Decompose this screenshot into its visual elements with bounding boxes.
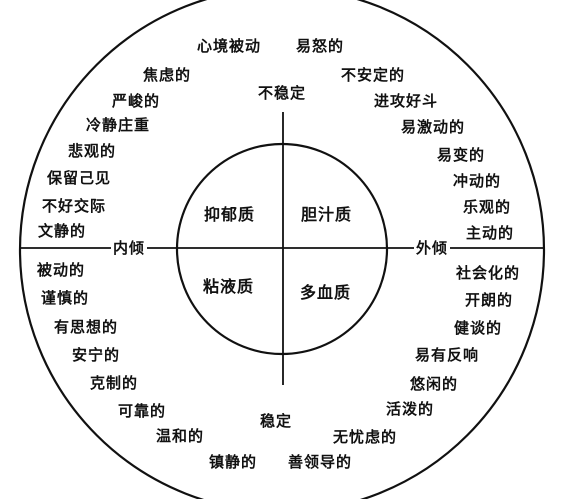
trait: 被动的 <box>37 261 86 279</box>
trait: 温和的 <box>156 427 205 445</box>
trait: 健谈的 <box>454 319 503 337</box>
trait: 不好交际 <box>42 197 107 215</box>
axis-label-introvert: 内倾 <box>111 239 148 257</box>
trait: 易激动的 <box>401 118 466 136</box>
trait: 安宁的 <box>72 346 121 364</box>
trait: 克制的 <box>90 374 139 392</box>
trait: 悠闲的 <box>410 375 459 393</box>
outer-circle <box>18 0 546 499</box>
quadrant-melancholic: 抑郁质 <box>204 205 256 224</box>
trait: 乐观的 <box>463 198 512 216</box>
trait: 悲观的 <box>68 142 117 160</box>
trait: 进攻好斗 <box>374 92 439 110</box>
trait: 有思想的 <box>54 318 119 336</box>
axis-label-unstable: 不稳定 <box>258 84 307 102</box>
trait: 不安定的 <box>341 66 406 84</box>
axis-label-stable: 稳定 <box>260 412 293 430</box>
trait: 冲动的 <box>453 172 502 190</box>
trait: 善领导的 <box>288 453 353 471</box>
trait: 焦虑的 <box>143 66 192 84</box>
quadrant-phlegmatic: 粘液质 <box>203 277 255 296</box>
trait: 可靠的 <box>118 402 167 420</box>
trait: 开朗的 <box>465 291 514 309</box>
trait: 易怒的 <box>296 37 345 55</box>
trait: 无忧虑的 <box>333 428 398 446</box>
trait: 易变的 <box>437 146 486 164</box>
trait: 文静的 <box>38 222 87 240</box>
trait: 严峻的 <box>112 92 161 110</box>
trait: 心境被动 <box>197 37 262 55</box>
trait: 主动的 <box>466 224 515 242</box>
trait: 活泼的 <box>386 400 435 418</box>
trait: 保留己见 <box>47 169 112 187</box>
trait: 冷静庄重 <box>86 116 151 134</box>
trait: 镇静的 <box>209 453 258 471</box>
trait: 易有反响 <box>415 346 480 364</box>
axis-label-extrovert: 外倾 <box>414 239 451 257</box>
quadrant-sanguine: 多血质 <box>300 283 352 302</box>
quadrant-choleric: 胆汁质 <box>301 205 353 224</box>
trait: 谨慎的 <box>41 289 90 307</box>
trait: 社会化的 <box>456 264 521 282</box>
inner-circle <box>175 142 389 356</box>
